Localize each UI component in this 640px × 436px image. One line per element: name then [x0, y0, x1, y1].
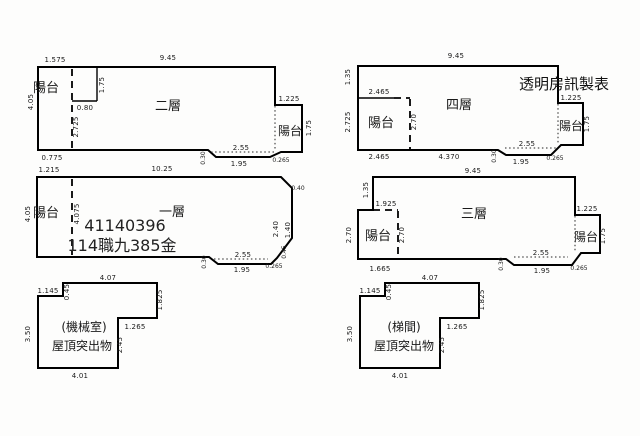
dim-roofs-right-lower: 2.45: [438, 337, 446, 353]
floor3-balcony-left-label: 陽台: [365, 229, 391, 244]
dim-floor2-notch-left: 0.30: [200, 151, 207, 165]
dim-floor2-top-left: 1.575: [44, 56, 65, 64]
dim-floor1-notch-bottom: 1.95: [234, 266, 250, 274]
dim-floor3-balcony-top: 1.925: [375, 200, 396, 208]
floor1-balcony-left-label: 陽台: [33, 206, 59, 221]
dim-roofm-top: 4.07: [100, 274, 116, 282]
floor2-balcony-left-label: 陽台: [33, 81, 59, 96]
dim-floor4-top: 9.45: [448, 52, 464, 60]
dim-floor4-notch-top: 2.55: [519, 140, 535, 148]
dim-floor1-left: 4.05: [24, 206, 32, 222]
floor1-outline: [36, 176, 293, 265]
floor1-label: 一層: [159, 205, 185, 220]
dim-floor1-notch-left: 0.30: [201, 255, 208, 269]
floor1-case-text: 114職九385金: [67, 236, 176, 255]
dim-floor3-rbalcony-h: 1.75: [599, 228, 607, 244]
floor3-balcony-right-label: 陽台: [574, 229, 598, 244]
dim-roofm-bottom: 4.01: [72, 372, 88, 380]
dim-floor4-bottom-mid: 4.370: [438, 153, 459, 161]
dim-floor3-rbalcony-top: 1.225: [576, 205, 597, 213]
floor3-label: 三層: [461, 207, 487, 222]
dim-roofm-left: 3.50: [24, 326, 32, 342]
floor2-label: 二層: [155, 99, 181, 114]
dim-floor3-notch-right: 0.265: [570, 265, 587, 272]
dim-floor4-left-top: 1.35: [344, 69, 352, 85]
dim-roofs-left: 3.50: [346, 326, 354, 342]
dim-floor1-right-mid: 1.40: [284, 222, 292, 238]
floor3-outline: [357, 176, 601, 266]
dim-floor2-inner-h: 2.725: [72, 116, 80, 137]
dim-roofm-right-lower: 2.45: [116, 337, 124, 353]
roof-stair-sublabel: 屋頂突出物: [374, 338, 434, 353]
roof-machine-label: (機械室): [61, 319, 106, 334]
dim-floor4-rbalcony-top: 1.225: [560, 94, 581, 102]
dim-roofm-step: 1.265: [124, 323, 145, 331]
roof-machine-outline: [37, 282, 158, 369]
maker-credit: 透明房訊製表: [519, 75, 609, 93]
dim-roofs-ledge-h: 0.45: [385, 284, 393, 300]
floor2-outline: [37, 66, 303, 158]
dim-floor3-top: 9.45: [465, 167, 481, 175]
dim-roofs-bottom: 4.01: [392, 372, 408, 380]
roof-stair-outline: [359, 282, 480, 369]
dim-floor1-top-left: 1.215: [38, 166, 59, 174]
dim-roofm-right-upper: 1.825: [156, 289, 164, 310]
dim-roofs-ledge: 1.145: [359, 287, 380, 295]
dim-roofs-top: 4.07: [422, 274, 438, 282]
dim-floor3-inner-h: 2.70: [398, 227, 406, 243]
dim-floor2-rbalcony-top: 1.225: [278, 95, 299, 103]
floor4-balcony-right-label: 陽台: [559, 118, 583, 133]
dim-floor3-left: 2.70: [345, 227, 353, 243]
dim-floor2-bottom-left: 0.775: [41, 154, 62, 162]
dim-floor1-notch-top: 2.55: [235, 251, 251, 259]
dim-floor4-notch-bottom: 1.95: [513, 158, 529, 166]
dim-floor3-notch-bottom: 1.95: [534, 267, 550, 275]
dim-floor1-right-lower: 0.45: [281, 245, 288, 259]
dim-floor1-right-top: 0.40: [291, 185, 305, 192]
dim-floor1-top: 10.25: [151, 165, 172, 173]
dim-floor3-notch-left: 0.30: [498, 257, 505, 271]
dim-floor3-balcony-bottom: 1.665: [369, 265, 390, 273]
dim-floor1-notch-right: 0.265: [265, 263, 282, 270]
dim-roofm-ledge: 1.145: [37, 287, 58, 295]
dim-floor2-notch-right: 0.265: [272, 157, 289, 164]
floor4-label: 四層: [446, 98, 472, 113]
dim-floor3-notch-top: 2.55: [533, 249, 549, 257]
dim-floor4-left: 2.725: [344, 111, 352, 132]
dim-floor4-balcony-top: 2.465: [368, 88, 389, 96]
roof-stair-label: (梯間): [387, 320, 420, 334]
dim-roofm-ledge-h: 0.45: [63, 284, 71, 300]
roof-machine-sublabel: 屋頂突出物: [52, 338, 112, 353]
dim-roofs-right-upper: 1.825: [478, 289, 486, 310]
floor1-case-number: 41140396: [84, 216, 165, 235]
dim-floor2-rbalcony-h: 1.75: [305, 120, 313, 136]
dim-floor4-rbalcony-h: 1.75: [583, 116, 591, 132]
dim-floor2-left: 4.05: [27, 94, 35, 110]
dim-floor4-inner-h: 2.70: [410, 114, 418, 130]
dim-floor2-notch-top: 2.55: [233, 144, 249, 152]
dim-floor2-inner-w: 0.80: [77, 104, 93, 112]
dim-floor3-left-top: 1.35: [362, 182, 370, 198]
dim-floor1-right-h: 2.40: [272, 221, 280, 237]
dim-floor2-notch-bottom: 1.95: [231, 160, 247, 168]
dim-floor2-balcony-h: 1.75: [98, 77, 106, 93]
floor4-outline: [357, 65, 584, 156]
floor4-balcony-left-label: 陽台: [368, 116, 394, 131]
dim-floor1-inner-h: 4.075: [73, 203, 81, 224]
dim-roofs-step: 1.265: [446, 323, 467, 331]
dim-floor2-top: 9.45: [160, 54, 176, 62]
dim-floor4-balcony-bottom: 2.465: [368, 153, 389, 161]
dim-floor4-notch-right: 0.265: [546, 155, 563, 162]
dim-floor4-notch-left: 0.30: [491, 149, 498, 163]
floor2-balcony-right-label: 陽台: [278, 123, 302, 138]
